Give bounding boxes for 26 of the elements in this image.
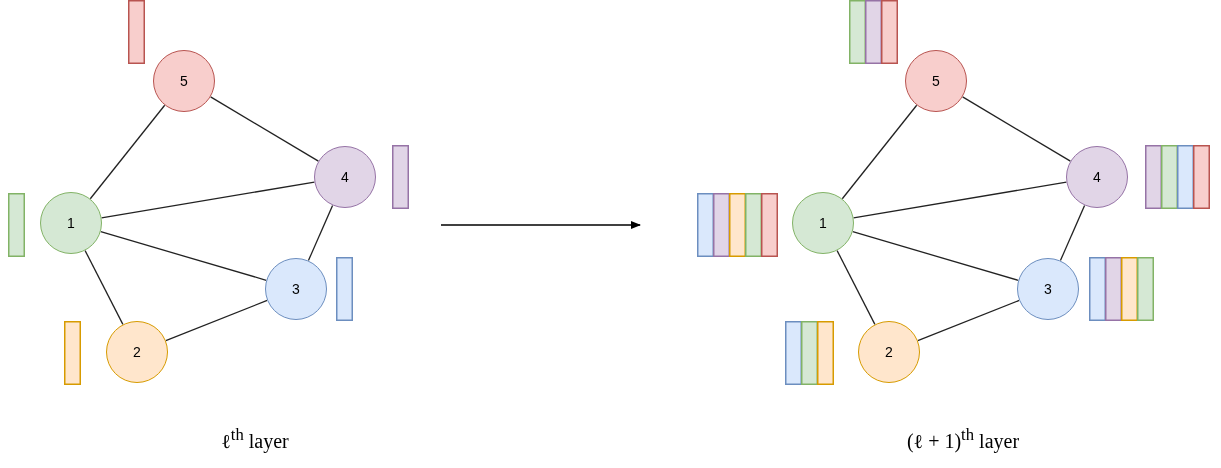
edge-line: [307, 204, 334, 262]
edge-line: [852, 231, 1019, 281]
edge-line: [852, 181, 1068, 219]
layer-caption: ℓ$^{th}$ layer: [221, 425, 289, 453]
edge-line: [89, 104, 166, 200]
edge-line: [100, 231, 267, 281]
graph-node: 2: [858, 321, 920, 383]
edge-line: [917, 299, 1020, 342]
edge-line: [841, 104, 918, 200]
edge-line: [1059, 204, 1086, 262]
graph-node: 4: [314, 146, 376, 208]
edge-line: [836, 249, 876, 326]
graph-node: 4: [1066, 146, 1128, 208]
layer-caption: (ℓ + 1)$^{th}$ layer: [906, 425, 1020, 453]
graph-node: 1: [40, 192, 102, 254]
graph-node: 3: [265, 258, 327, 320]
graph-node: 5: [153, 50, 215, 112]
edge-line: [962, 96, 1071, 162]
graph-node: 3: [1017, 258, 1079, 320]
edge-line: [210, 96, 319, 162]
edge-line: [165, 299, 268, 342]
edge-line: [100, 181, 316, 219]
graph-node: 1: [792, 192, 854, 254]
graph-node: 5: [905, 50, 967, 112]
edge-line: [84, 249, 124, 326]
graph-node: 2: [106, 321, 168, 383]
